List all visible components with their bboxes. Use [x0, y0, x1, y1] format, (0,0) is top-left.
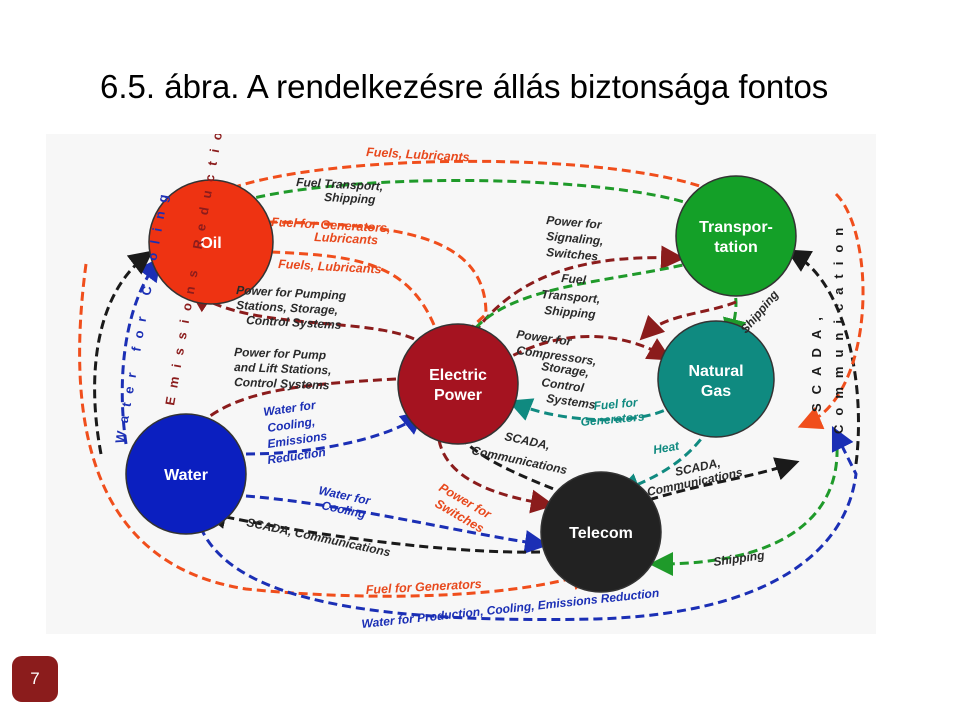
label-power-pump-lift-3: Control Systems	[234, 375, 330, 392]
arrow-telecom-to-electric	[446, 415, 567, 496]
arrow-transport-fuel-to-electric	[459, 260, 697, 352]
arrow-scada-to-oil	[93, 250, 154, 455]
label-fuel-transport-1: Fuel Transport,	[296, 175, 384, 194]
label-fuels-lubricants-mid: Fuels, Lubricants	[278, 257, 382, 276]
label-fuel-generators-gas-2: Generators	[580, 409, 645, 429]
label-power-pumping-1: Power for Pumping	[236, 283, 347, 303]
node-telecom[interactable]: Telecom	[540, 471, 662, 593]
node-telecom-label: Telecom	[569, 525, 633, 542]
label-fuel-transport-2: Shipping	[324, 190, 377, 207]
label-fuel-generators-gas-1: Fuel for	[593, 395, 639, 413]
page-number-badge: 7	[12, 656, 58, 702]
label-fuel-generators-bottom: Fuel for Generators	[365, 577, 482, 597]
slide-title: 6.5. ábra. A rendelkezésre állás biztons…	[100, 68, 829, 105]
label-power-signaling-3: Switches	[546, 245, 599, 264]
arrow-oil-to-electric	[267, 220, 488, 351]
arrow-water-for-production	[194, 425, 858, 621]
arrow-transport-to-oil	[202, 178, 697, 217]
label-power-pumping-3: Control Systems	[246, 313, 342, 332]
node-natural-gas-label-2: Gas	[701, 383, 731, 400]
arrow-oil-fuels-to-electric	[270, 250, 448, 353]
label-power-compressors-3: Storage,	[541, 359, 590, 380]
node-transportation[interactable]: Transpor- tation	[675, 175, 797, 297]
arrow-water-to-telecom	[245, 494, 549, 554]
node-oil[interactable]: Oil	[148, 179, 274, 305]
arrow-shipping-to-telecom	[649, 433, 839, 576]
label-power-pump-lift-1: Power for Pump	[234, 345, 326, 362]
node-electric-power[interactable]: Electric Power	[397, 323, 519, 445]
label-water-cooling-emis-2: Cooling,	[266, 414, 315, 435]
arrow-telecom-to-gas	[635, 457, 800, 506]
label-power-pump-lift-2: and Lift Stations,	[234, 360, 332, 377]
label-vertical-scada-2: Communication	[831, 219, 846, 434]
label-power-signaling-1: Power for	[546, 213, 604, 232]
label-fuels-lubricants-top: Fuels, Lubricants	[366, 145, 470, 164]
arrow-water-to-oil	[120, 256, 162, 445]
arrow-electric-to-oil	[188, 289, 427, 348]
label-power-compressors-4: Control	[541, 375, 586, 395]
label-fuel-generators-lub-2: Lubricants	[314, 230, 379, 247]
node-transportation-label-1: Transpor-	[699, 219, 773, 236]
node-transportation-label-2: tation	[714, 239, 758, 256]
label-power-pumping-2: Stations, Storage,	[236, 298, 339, 317]
label-vertical-scada-1: SCADA,	[809, 308, 824, 412]
connection-arrows	[78, 159, 865, 621]
arrow-fuel-generators-to-telecom	[78, 263, 595, 598]
node-water[interactable]: Water	[125, 413, 247, 535]
arrow-electric-to-transport	[464, 245, 685, 345]
label-heat: Heat	[652, 438, 681, 456]
label-fuel-transport-gas-3: Shipping	[544, 303, 597, 321]
node-water-label: Water	[164, 467, 208, 484]
label-power-signaling-2: Signaling,	[546, 229, 604, 248]
node-electric-power-label-1: Electric	[429, 367, 487, 384]
arrow-gas-to-electric	[507, 398, 677, 422]
node-electric-power-label-2: Power	[434, 387, 482, 404]
node-oil-label: Oil	[200, 235, 221, 252]
arrow-transport-right-outer	[797, 192, 865, 430]
arrow-scada-to-transport	[786, 249, 860, 465]
label-fuel-transport-gas-1: Fuel	[561, 271, 587, 287]
arrow-transport-to-gas-signal	[639, 300, 737, 341]
node-natural-gas[interactable]: Natural Gas	[657, 320, 775, 438]
label-power-compressors-5: Systems	[546, 391, 597, 412]
infrastructure-interdependency-diagram: Oil Transpor- tation Natural Gas Electri…	[46, 134, 876, 634]
arrow-water-to-electric	[245, 410, 425, 456]
node-natural-gas-label-1: Natural	[688, 363, 743, 380]
label-fuel-transport-gas-2: Transport,	[541, 287, 601, 306]
arrow-electric-to-gas	[500, 335, 672, 364]
label-fuel-generators-lub-1: Fuel for Generators,	[271, 215, 391, 235]
